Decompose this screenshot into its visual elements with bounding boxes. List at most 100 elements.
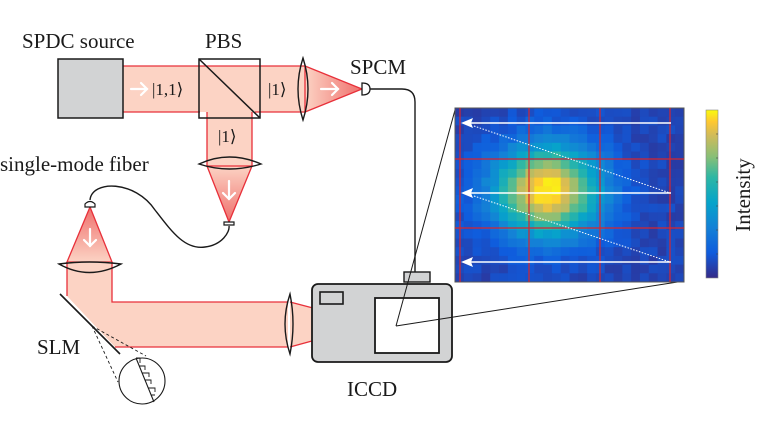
heatmap-cell [507, 168, 518, 179]
heatmap-cell [551, 221, 562, 231]
heatmap-cell [622, 116, 632, 126]
heatmap-cell [666, 142, 676, 153]
heatmap-cell [648, 195, 659, 205]
heatmap-cell [587, 195, 597, 205]
heatmap-cell [507, 177, 518, 187]
heatmap-cell [613, 203, 623, 213]
raster-scan-path [461, 118, 671, 267]
heatmap-cell [648, 160, 659, 170]
heatmap-cell [543, 125, 553, 135]
heatmap-cell [595, 186, 606, 196]
heatmap-cell [666, 151, 676, 161]
heatmap-cell [569, 134, 579, 144]
heatmap-cell [490, 221, 500, 231]
heatmap-cell [578, 195, 588, 205]
heatmap-cell [648, 116, 659, 126]
heatmap-cell [490, 255, 500, 266]
heatmap-cell [587, 125, 597, 135]
heatmap-cell [472, 212, 483, 222]
heatmap-cell [587, 229, 597, 240]
heatmap-cell [578, 116, 588, 126]
heatmap-cell [569, 264, 579, 274]
heatmap-cell [622, 142, 632, 153]
heatmap-cell [481, 177, 491, 187]
heatmap-cell [666, 125, 676, 135]
heatmap-cell [490, 108, 500, 118]
heatmap-cell [507, 142, 518, 153]
heatmap-cell [631, 142, 641, 153]
heatmap-cell [622, 221, 632, 231]
heatmap-cell [525, 142, 535, 153]
heatmap-cell [604, 203, 615, 213]
heatmap-cell [525, 125, 535, 135]
heatmap-cell [675, 134, 684, 144]
heatmap-cell [657, 108, 667, 118]
heatmap-cell [516, 160, 527, 170]
heatmap-cell [525, 195, 535, 205]
heatmap-cell [595, 203, 606, 213]
heatmap-cell [657, 229, 667, 240]
heatmap-cell [472, 134, 483, 144]
heatmap-cell [569, 238, 579, 248]
heatmap-cell [516, 151, 527, 161]
heatmap-cell [481, 108, 491, 118]
heatmap-cell [578, 212, 588, 222]
heatmap-cell [675, 264, 684, 274]
heatmap-cell [587, 142, 597, 153]
heatmap-cell [631, 247, 641, 257]
heatmap-cell [499, 177, 509, 187]
heatmap-cell [551, 125, 562, 135]
heatmap-cell [472, 177, 483, 187]
heatmap-cell [551, 186, 562, 196]
heatmap-cell [587, 264, 597, 274]
heatmap-cell [525, 177, 535, 187]
heatmap-cell [499, 221, 509, 231]
heatmap-cell [534, 273, 544, 282]
heatmap-cell [499, 264, 509, 274]
heatmap-cell [543, 247, 553, 257]
spcm-detector [361, 82, 371, 96]
heatmap-cell [675, 212, 684, 222]
heatmap-cell [525, 264, 535, 274]
direction-arrow-icon [82, 227, 98, 248]
heatmap-cell [534, 142, 544, 153]
heatmap-cell [657, 186, 667, 196]
heatmap-cell [631, 203, 641, 213]
heatmap-cell [516, 247, 527, 257]
heatmap-cell [560, 116, 571, 126]
heatmap-cell [639, 177, 650, 187]
heatmap-cell [657, 273, 667, 282]
heatmap-cell [666, 238, 676, 248]
heatmap-cell [534, 212, 544, 222]
heatmap-cell [472, 142, 483, 153]
heatmap-cell [463, 273, 474, 282]
heatmap-cell [472, 160, 483, 170]
heatmap-cell [569, 255, 579, 266]
heatmap-cell [490, 116, 500, 126]
heatmap-cell [525, 203, 535, 213]
heatmap-cell [463, 212, 474, 222]
heatmap-cell [490, 264, 500, 274]
heatmap-cell [490, 177, 500, 187]
heatmap-cell [534, 247, 544, 257]
heatmap-cell [639, 212, 650, 222]
heatmap-cell [551, 142, 562, 153]
heatmap-cell [613, 247, 623, 257]
heatmap-cell [648, 151, 659, 161]
heatmap-cell [587, 108, 597, 118]
heatmap-cell [525, 212, 535, 222]
heatmap-cell [675, 186, 684, 196]
heatmap-cell [560, 212, 571, 222]
heatmap-cell [499, 255, 509, 266]
heatmap-cell [569, 168, 579, 179]
heatmap-cell [516, 134, 527, 144]
heatmap-cell [675, 247, 684, 257]
heatmap-cell [622, 255, 632, 266]
heatmap-cell [525, 160, 535, 170]
heatmap-cell [631, 108, 641, 118]
heatmap-cell [675, 273, 684, 282]
heatmap-cell [507, 212, 518, 222]
heatmap-cell [490, 142, 500, 153]
heatmap-cell [675, 238, 684, 248]
heatmap-cell [463, 134, 474, 144]
